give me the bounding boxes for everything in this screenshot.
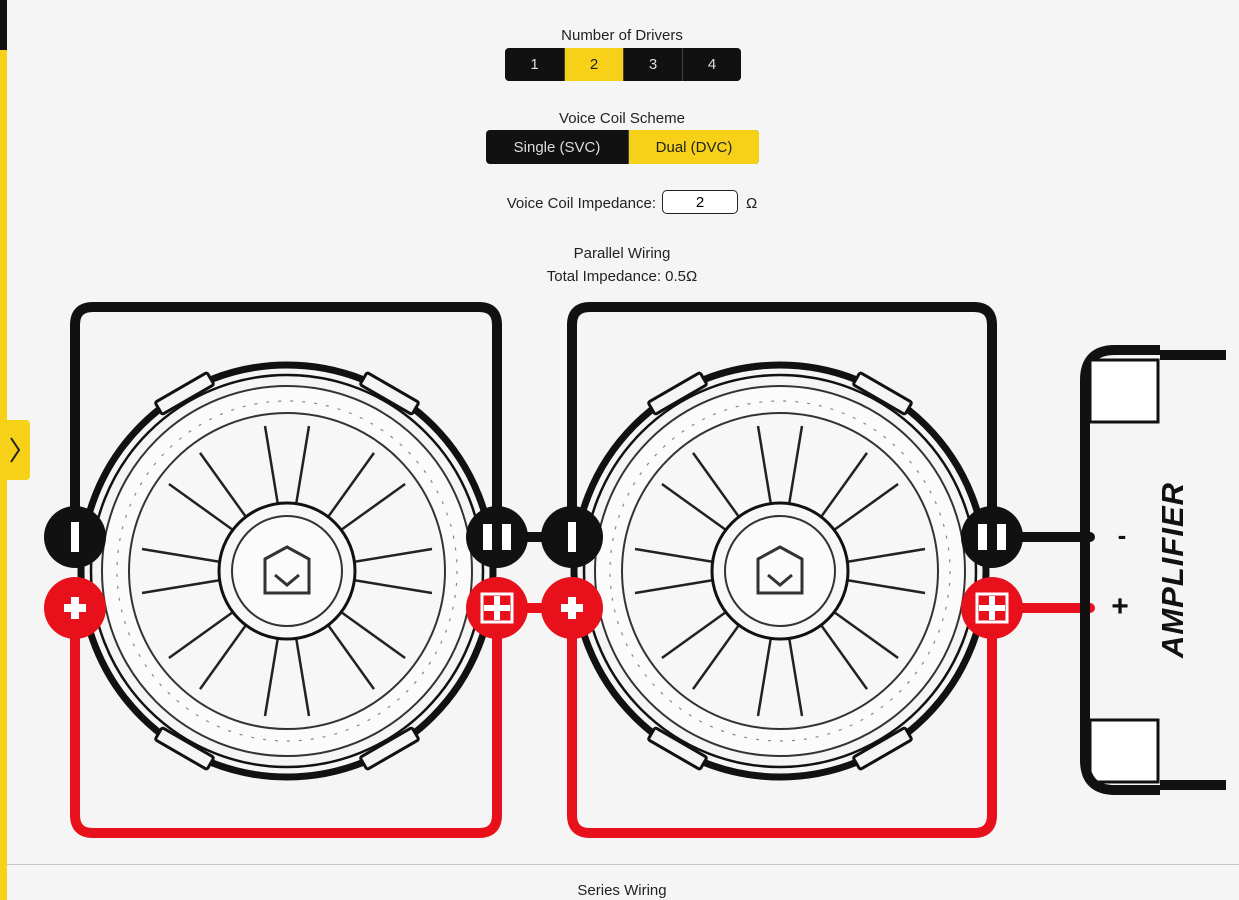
drivers-option-3[interactable]: 3 — [623, 48, 682, 81]
impedance-input[interactable] — [662, 190, 738, 214]
terminal-sub1-neg-b — [466, 506, 528, 568]
terminal-sub2-neg-a — [541, 506, 603, 568]
terminal-sub1-pos-a — [44, 577, 106, 639]
drawer-toggle-button[interactable] — [0, 420, 30, 480]
left-bar-top — [0, 0, 7, 50]
amplifier — [1080, 345, 1226, 795]
amplifier-minus-label: - — [1117, 520, 1127, 550]
scheme-option-dvc[interactable]: Dual (DVC) — [628, 130, 759, 164]
impedance-label: Voice Coil Impedance: — [506, 195, 656, 212]
voice-coil-scheme-label: Voice Coil Scheme — [559, 110, 685, 127]
total-impedance: Total Impedance: 0.5Ω — [546, 268, 698, 285]
drivers-option-4[interactable]: 4 — [682, 48, 741, 81]
drivers-option-2[interactable]: 2 — [564, 48, 623, 81]
terminal-sub1-pos-b — [466, 577, 528, 639]
scheme-option-svc[interactable]: Single (SVC) — [513, 138, 601, 156]
terminal-sub2-neg-b — [961, 506, 1023, 568]
terminal-sub2-pos-b — [961, 577, 1023, 639]
drivers-selector: 1 2 3 4 — [505, 48, 741, 81]
terminal-sub2-pos-a — [541, 577, 603, 639]
subwoofer-2 — [574, 365, 986, 777]
terminal-sub1-neg-a — [44, 506, 106, 568]
subwoofer-1 — [81, 365, 493, 777]
voice-coil-scheme-selector: Single (SVC) Dual (DVC) — [486, 130, 759, 164]
impedance-unit: Ω — [746, 195, 758, 212]
drivers-label: Number of Drivers — [561, 27, 683, 44]
drivers-option-1[interactable]: 1 — [530, 56, 539, 73]
wiring-title: Parallel Wiring — [573, 245, 671, 262]
amplifier-plus-label: + — [1111, 590, 1129, 623]
chevron-right-icon — [10, 437, 21, 463]
amplifier-label: AMPLIFIER — [1155, 481, 1190, 659]
series-wiring-title: Series Wiring — [577, 882, 667, 899]
section-divider — [7, 864, 1239, 865]
